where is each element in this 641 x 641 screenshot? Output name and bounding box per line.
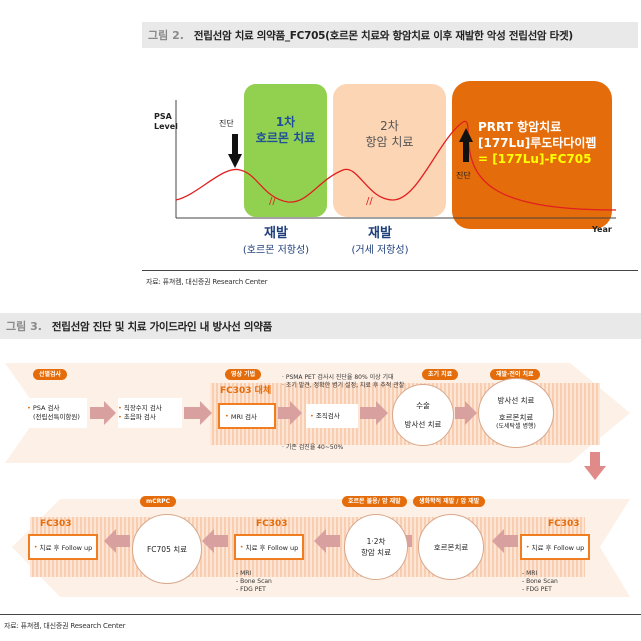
phase2-chemo-box: 2차 항암 치료 xyxy=(333,84,446,217)
break-mark-1: // xyxy=(269,196,276,207)
chemo-circle: 1·2차 항암 치료 xyxy=(344,514,408,580)
down-arrow-icon xyxy=(228,134,242,168)
figure3-title: 전립선암 진단 및 치료 가이드라인 내 방사선 의약품 xyxy=(51,320,272,333)
phase3-prrt-box: PRRT 항암치료 [177Lu]루도타다이펩 = [177Lu]-FC705 xyxy=(452,81,612,229)
fc303-label-middle: FC303 xyxy=(256,519,288,529)
figure2-source: 자료: 퓨쳐켐, 대신증권 Research Center xyxy=(146,278,268,286)
phase3-line3: = [177Lu]-FC705 xyxy=(478,152,592,166)
pet-note-1: · PSMA PET 검사시 진단율 80% 이상 기대 xyxy=(282,374,394,381)
pill-biochemical-relapse: 생화학적 재발 / 암 재발 xyxy=(413,496,486,507)
imaging-list-middle: - MRI - Bone Scan - FDG PET xyxy=(236,570,272,593)
diagnosis-label-2: 진단 xyxy=(456,171,471,180)
y-axis-label: PSA Level xyxy=(154,112,178,131)
diagnosis-label-1: 진단 xyxy=(219,119,234,128)
fc303-replace-label: FC303 대체 xyxy=(220,386,272,396)
flow-down-arrow-icon xyxy=(584,452,606,480)
pill-relapse-metastasis: 재발·전이 치료 xyxy=(490,369,540,380)
figure3-divider xyxy=(0,614,641,615)
pet-note-2: · 조기 발견, 정확한 병기 설정, 치료 후 추적 관찰 xyxy=(282,382,405,389)
figure3-number: 그림 3. xyxy=(6,320,42,333)
figure2-title: 전립선암 치료 의약품_FC705(호르몬 치료와 항암치료 이후 재발한 악성… xyxy=(193,29,573,42)
psa-test-box: •PSA 검사 (전립선특이항원) xyxy=(27,398,87,428)
hormone-treatment-circle: 호르몬치료 xyxy=(418,514,484,580)
phase2-line2: 항암 치료 xyxy=(365,135,414,149)
break-mark-2: // xyxy=(366,196,373,207)
psa-curve xyxy=(175,120,617,211)
up-arrow-icon xyxy=(459,128,473,162)
figure3-header: 그림 3. 전립선암 진단 및 치료 가이드라인 내 방사선 의약품 xyxy=(0,313,641,339)
phase1-hormone-box: 1차 호르몬 치료 xyxy=(244,84,327,217)
psa-curve-chart: // // xyxy=(175,100,617,219)
pill-mcrpc: mCRPC xyxy=(140,496,177,507)
followup-box-left: •치료 후 Follow up xyxy=(28,534,98,560)
figure3-source: 자료: 퓨쳐켐, 대신증권 Research Center xyxy=(4,622,126,630)
surgery-radiation-circle: 수술 방사선 치료 xyxy=(392,384,454,446)
fc303-label-left: FC303 xyxy=(40,519,72,529)
phase3-line1: PRRT 항암치료 xyxy=(478,120,562,134)
pill-screening: 선별검사 xyxy=(33,369,68,380)
followup-box-right: •치료 후 Follow up xyxy=(520,534,590,560)
fc303-label-right: FC303 xyxy=(548,519,580,529)
phase3-line2: [177Lu]루도타다이펩 xyxy=(478,136,597,150)
figure2-number: 그림 2. xyxy=(148,29,184,42)
relapse-castration: 재발 (거세 저항성) xyxy=(351,226,409,256)
figure2-header: 그림 2. 전립선암 치료 의약품_FC705(호르몬 치료와 항암치료 이후 … xyxy=(142,22,638,48)
radiotherapy-hormone-circle: 방사선 치료 호르몬치료 (도세탁셀 병행) xyxy=(478,378,554,448)
imaging-list-right: - MRI - Bone Scan - FDG PET xyxy=(522,570,558,593)
phase2-line1: 2차 xyxy=(380,119,399,133)
mri-test-box: •MRI 검사 xyxy=(218,403,276,429)
detection-rate-note: · 기존 검진율 40~50% xyxy=(282,444,344,451)
pill-imaging: 영상 기법 xyxy=(225,369,262,380)
figure2-divider xyxy=(142,270,638,271)
followup-box-middle: •치료 후 Follow up xyxy=(234,534,304,560)
x-axis-label: Year xyxy=(592,225,612,234)
fc705-treatment-circle: FC705 치료 xyxy=(132,514,202,584)
phase1-line1: 1차 xyxy=(275,115,296,129)
pill-early-treatment: 초기 치료 xyxy=(422,369,459,380)
phase1-line2: 호르몬 치료 xyxy=(255,131,316,145)
pill-hormone-refractory: 호르몬 불응/ 암 재발 xyxy=(342,496,407,507)
relapse-hormone: 재발 (호르몬 저항성) xyxy=(242,226,310,256)
biopsy-box: •조직검사 xyxy=(306,404,358,428)
dre-ultrasound-box: •직장수지 검사 •초음파 검사 xyxy=(118,398,182,428)
